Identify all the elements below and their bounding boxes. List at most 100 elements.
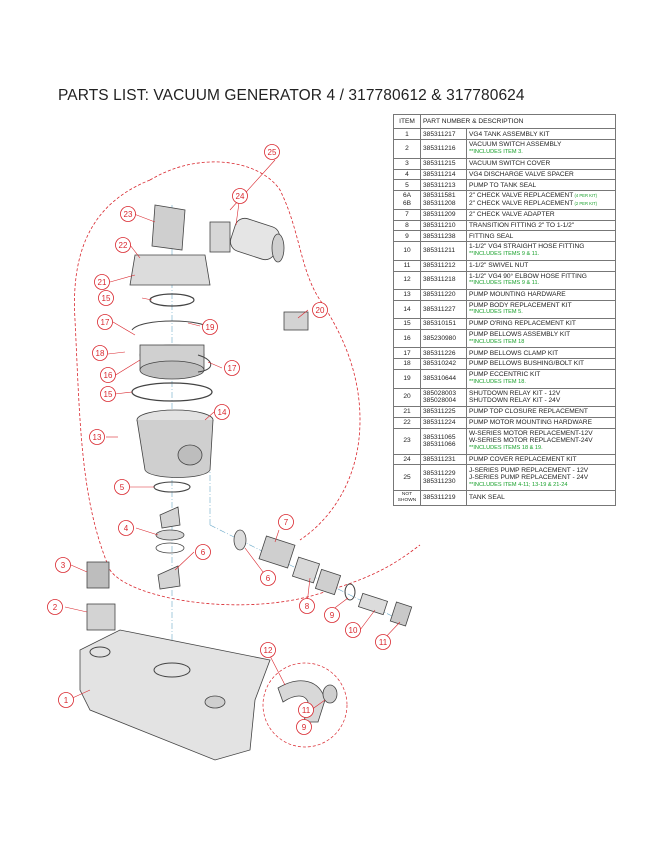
part-description: TRANSITION FITTING 2" TO 1-1/2" xyxy=(466,219,616,232)
includes-note: **INCLUDES ITEMS 9 & 11. xyxy=(469,280,540,287)
part-number: 385310151 xyxy=(420,318,467,330)
callout-circle xyxy=(97,314,113,330)
callout-label: 15 xyxy=(102,294,111,303)
callout-circle xyxy=(264,144,280,160)
part-number: 385311219 xyxy=(420,490,467,506)
item-number: 14 xyxy=(393,299,421,320)
part-description: 1-1/2" VG4 90° ELBOW HOSE FITTING**INCLU… xyxy=(466,270,616,290)
callout-circle xyxy=(120,206,136,222)
part-number: 385311214 xyxy=(420,168,467,181)
item-number: 24 xyxy=(393,453,421,466)
discharge-fittings-drawing xyxy=(233,529,413,627)
callout-circle xyxy=(312,302,328,318)
callout-label: 15 xyxy=(104,390,113,399)
part-number: 385310242 xyxy=(420,358,467,371)
oring-upper xyxy=(149,293,195,307)
callout-group: 1234566789910111112131415151617171819202… xyxy=(47,144,391,735)
item-number: 18 xyxy=(393,358,421,371)
callout-circle xyxy=(224,360,240,376)
part-description: PUMP TO TANK SEAL xyxy=(466,179,616,192)
includes-note: **INCLUDES ITEMS 9 & 11. xyxy=(469,250,540,257)
part-description: 2" CHECK VALVE ADAPTER xyxy=(466,208,616,221)
tank-drawing xyxy=(79,629,271,761)
item-number: 20 xyxy=(393,387,421,407)
includes-note: **INCLUDES ITEM 3. xyxy=(469,148,523,155)
item-number: 4 xyxy=(393,168,421,181)
pump-body-drawing xyxy=(136,409,214,478)
callout-label: 24 xyxy=(236,192,245,201)
bellows-drawing xyxy=(131,320,213,380)
callout-circle xyxy=(202,319,218,335)
part-description: FITTING SEAL xyxy=(466,230,616,243)
part-number: 385311216 xyxy=(420,139,467,159)
part-number: 385311227 xyxy=(420,299,467,320)
item-number: 17 xyxy=(393,347,421,360)
callout-label: 10 xyxy=(349,626,358,635)
part-description: PUMP BELLOWS ASSEMBLY KIT**INCLUDES ITEM… xyxy=(466,328,616,349)
part-number: 385311215 xyxy=(420,157,467,170)
part-description: TANK SEAL xyxy=(466,490,616,506)
callout-circle xyxy=(58,692,74,708)
callout-label: 11 xyxy=(379,638,388,647)
callout-circle xyxy=(260,570,276,586)
part-number: 385311238 xyxy=(420,230,467,243)
part-description: 1-1/2" VG4 STRAIGHT HOSE FITTING**INCLUD… xyxy=(466,241,616,261)
callout-circle xyxy=(47,599,63,615)
pump-assembly-boundary xyxy=(74,179,421,606)
part-number: 385311209 xyxy=(420,208,467,221)
includes-note: **INCLUDES ITEM 18 xyxy=(469,338,525,345)
callout-label: 6 xyxy=(201,548,206,557)
callout-label: 20 xyxy=(316,306,325,315)
part-number: 385311226 xyxy=(420,347,467,360)
callout-circle xyxy=(214,404,230,420)
part-description: PUMP O'RING REPLACEMENT KIT xyxy=(466,318,616,330)
page-title: PARTS LIST: VACUUM GENERATOR 4 / 3177806… xyxy=(58,87,525,104)
includes-note: **INCLUDES ITEM 4-11; 13-19 & 21-24 xyxy=(469,481,568,488)
includes-note: **INCLUDES ITEM 18. xyxy=(469,378,526,385)
part-number: 385311231 xyxy=(420,453,467,466)
item-number: 16 xyxy=(393,328,421,349)
callout-circle xyxy=(118,520,134,536)
item-number: 9 xyxy=(393,230,421,243)
part-description: 1-1/2" SWIVEL NUT xyxy=(466,259,616,272)
part-description: 2" CHECK VALVE REPLACEMENT (4 PER KIT)2"… xyxy=(466,190,616,210)
callout-label: 18 xyxy=(96,349,105,358)
item-number: 22 xyxy=(393,416,421,429)
item-number: 7 xyxy=(393,208,421,221)
callout-label: 4 xyxy=(124,524,129,533)
part-number: 385230980 xyxy=(420,328,467,349)
part-description: VACUUM SWITCH COVER xyxy=(466,157,616,170)
part-description: VG4 TANK ASSEMBLY KIT xyxy=(466,128,616,141)
item-number: 1 xyxy=(393,128,421,141)
callout-label: 22 xyxy=(119,241,128,250)
callout-label: 9 xyxy=(302,723,307,732)
part-description: PUMP BELLOWS BUSHING/BOLT KIT xyxy=(466,358,616,371)
callout-label: 3 xyxy=(61,561,66,570)
callout-circle xyxy=(92,345,108,361)
callout-circle xyxy=(375,634,391,650)
part-column-header: PART NUMBER & DESCRIPTION xyxy=(420,113,616,130)
callout-circle xyxy=(345,622,361,638)
part-description: VG4 DISCHARGE VALVE SPACER xyxy=(466,168,616,181)
item-number: 23 xyxy=(393,427,421,455)
callout-circle xyxy=(260,642,276,658)
table-header-row: ITEM PART NUMBER & DESCRIPTION xyxy=(393,113,616,130)
item-number: 11 xyxy=(393,259,421,272)
callout-label: 17 xyxy=(101,318,110,327)
